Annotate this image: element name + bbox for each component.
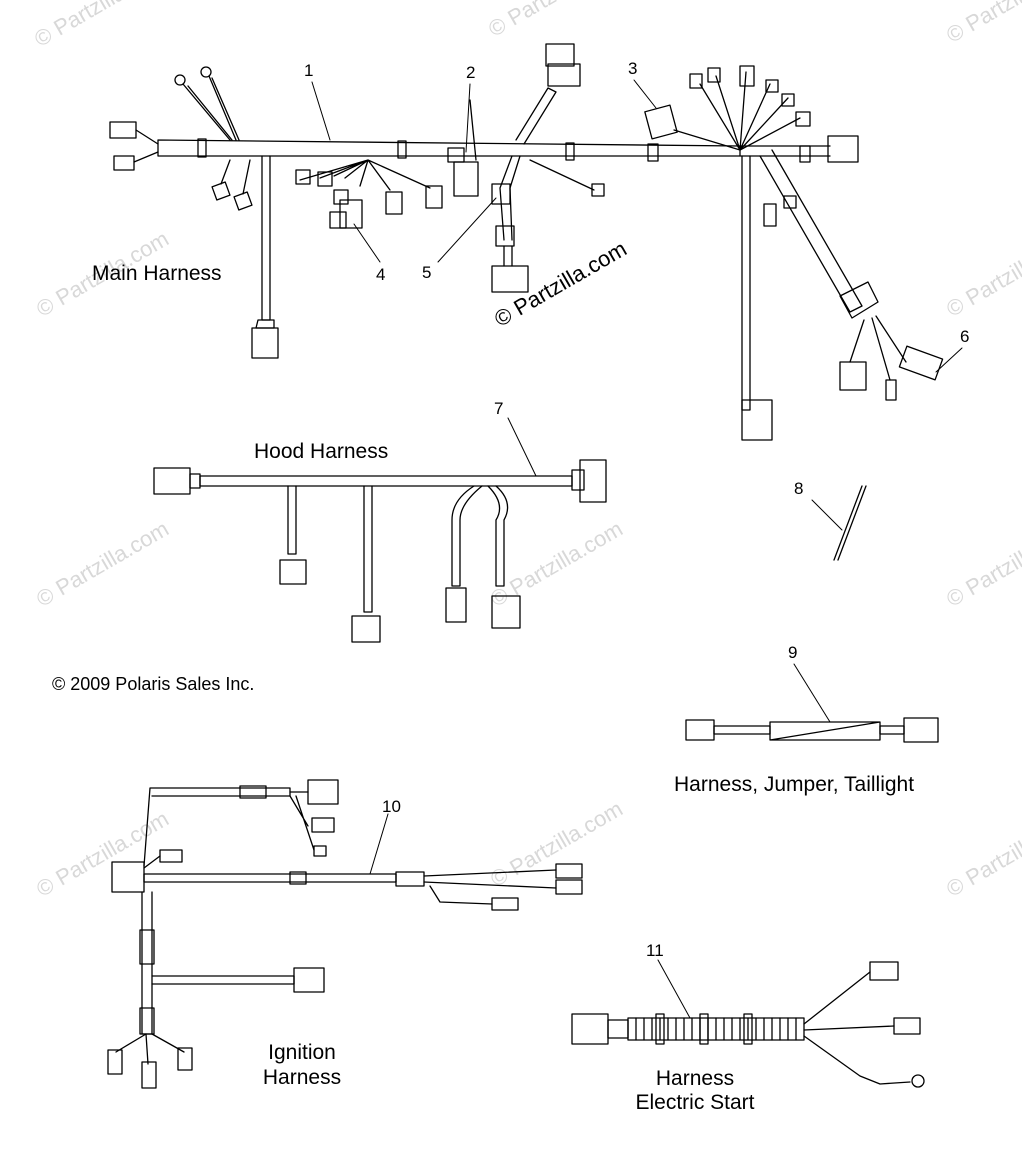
hood-harness-label: Hood Harness [254, 440, 389, 463]
leader-line-10 [369, 813, 389, 875]
electric-start-harness [571, 961, 925, 1088]
main-harness-label: Main Harness [92, 262, 222, 285]
callout-6: 6 [960, 327, 970, 346]
callout-9: 9 [788, 643, 798, 662]
leader-line-9 [793, 663, 831, 723]
ignition-harness-label-line2: Harness [262, 1066, 342, 1089]
callout-7: 7 [494, 399, 504, 418]
leader-line-8 [811, 499, 843, 531]
leader-line-11 [657, 959, 691, 1019]
part-8-tie [833, 485, 867, 561]
leader-line-6 [935, 347, 963, 373]
hood-harness [153, 459, 607, 643]
ignition-harness-label-line1: Ignition [268, 1041, 336, 1064]
main-harness [109, 43, 944, 441]
callout-8: 8 [794, 479, 804, 498]
callout-5: 5 [422, 263, 432, 282]
callout-1: 1 [304, 61, 314, 80]
callout-3: 3 [628, 59, 638, 78]
leader-line-5 [437, 197, 497, 263]
callout-4: 4 [376, 265, 386, 284]
callout-2: 2 [466, 63, 476, 82]
callout-10: 10 [382, 797, 401, 816]
electric-start-label-line2: Electric Start [635, 1091, 755, 1114]
leader-line-2 [465, 83, 471, 153]
electric-start-label-line1: Harness [655, 1067, 735, 1090]
leader-line-3 [633, 79, 657, 109]
leader-line-7 [507, 417, 537, 477]
jumper-taillight-label: Harness, Jumper, Taillight [674, 773, 915, 796]
callout-11: 11 [646, 941, 664, 960]
copyright-text: © 2009 Polaris Sales Inc. [52, 674, 255, 694]
jumper-taillight-harness [685, 717, 939, 743]
leader-line-1 [311, 81, 331, 141]
ignition-harness [107, 779, 583, 1089]
leader-line-4 [353, 223, 381, 263]
